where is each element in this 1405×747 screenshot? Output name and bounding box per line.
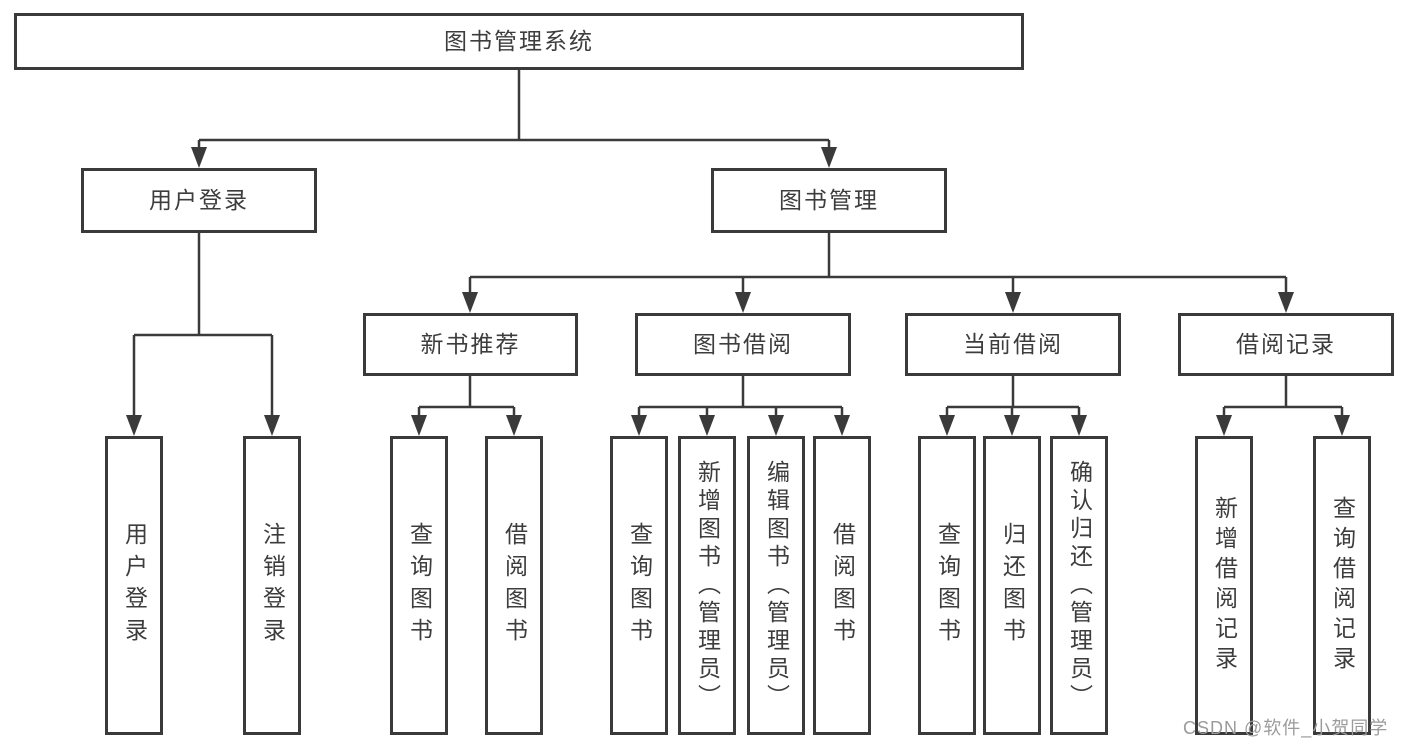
leaf-query-books-recommend-label: 查询图书 <box>406 521 433 650</box>
leaf-borrow-books-label: 借阅图书 <box>829 521 856 650</box>
leaf-return-books: 归还图书 <box>983 436 1041 735</box>
arrowhead-down-icon <box>1071 415 1087 436</box>
leaf-borrow-books-recommend: 借阅图书 <box>485 436 543 735</box>
arrowhead-down-icon <box>1334 415 1350 436</box>
leaf-confirm-return-admin-label: 确认归还（管理员） <box>1066 459 1093 712</box>
node-library-system: 图书管理系统 <box>14 13 1024 70</box>
arrowhead-down-icon <box>735 292 751 313</box>
node-borrowing-records: 借阅记录 <box>1178 313 1394 376</box>
arrowhead-down-icon <box>699 415 715 436</box>
node-borrowing-records-label: 借阅记录 <box>1236 331 1336 357</box>
node-book-borrowing-label: 图书借阅 <box>693 331 793 357</box>
leaf-add-borrow-record-label: 新增借阅记录 <box>1211 495 1238 676</box>
leaf-add-books-admin-label: 新增图书（管理员） <box>694 459 721 712</box>
arrowhead-down-icon <box>264 415 280 436</box>
leaf-add-borrow-record: 新增借阅记录 <box>1195 436 1253 735</box>
leaf-query-books-recommend: 查询图书 <box>390 436 448 735</box>
leaf-query-borrow-record-label: 查询借阅记录 <box>1329 495 1356 676</box>
node-book-borrowing: 图书借阅 <box>635 313 851 376</box>
node-book-management-label: 图书管理 <box>779 187 879 213</box>
leaf-return-books-label: 归还图书 <box>999 521 1026 650</box>
arrowhead-down-icon <box>1005 292 1021 313</box>
node-current-borrowing: 当前借阅 <box>905 313 1121 376</box>
arrowhead-down-icon <box>191 147 207 168</box>
arrowhead-down-icon <box>768 415 784 436</box>
node-current-borrowing-label: 当前借阅 <box>963 331 1063 357</box>
node-user-login-label: 用户登录 <box>149 187 249 213</box>
leaf-query-books-borrowing-label: 查询图书 <box>626 521 653 650</box>
arrowhead-down-icon <box>834 415 850 436</box>
arrowhead-down-icon <box>631 415 647 436</box>
leaf-user-login: 用户登录 <box>105 436 163 735</box>
leaf-query-borrow-record: 查询借阅记录 <box>1313 436 1371 735</box>
arrowhead-down-icon <box>1004 415 1020 436</box>
node-new-book-recommend: 新书推荐 <box>363 313 578 376</box>
leaf-add-books-admin: 新增图书（管理员） <box>678 436 736 735</box>
leaf-borrow-books: 借阅图书 <box>813 436 871 735</box>
node-library-system-label: 图书管理系统 <box>444 28 594 54</box>
arrowhead-down-icon <box>411 415 427 436</box>
arrowhead-down-icon <box>1278 292 1294 313</box>
node-new-book-recommend-label: 新书推荐 <box>420 331 521 357</box>
watermark: CSDN @软件_小贺同学 <box>1183 718 1389 738</box>
arrowhead-down-icon <box>506 415 522 436</box>
leaf-query-books-borrowing: 查询图书 <box>610 436 668 735</box>
arrowhead-down-icon <box>821 147 837 168</box>
arrowhead-down-icon <box>939 415 955 436</box>
leaf-logout: 注销登录 <box>243 436 301 735</box>
leaf-edit-books-admin-label: 编辑图书（管理员） <box>763 459 790 712</box>
leaf-confirm-return-admin: 确认归还（管理员） <box>1050 436 1108 735</box>
node-book-management: 图书管理 <box>711 168 947 233</box>
leaf-borrow-books-recommend-label: 借阅图书 <box>501 521 528 650</box>
arrowhead-down-icon <box>126 415 142 436</box>
arrowhead-down-icon <box>462 292 478 313</box>
leaf-query-books-current: 查询图书 <box>918 436 976 735</box>
leaf-user-login-label: 用户登录 <box>121 521 148 650</box>
arrowhead-down-icon <box>1216 415 1232 436</box>
node-user-login: 用户登录 <box>81 168 317 233</box>
leaf-edit-books-admin: 编辑图书（管理员） <box>747 436 805 735</box>
leaf-query-books-current-label: 查询图书 <box>934 521 961 650</box>
leaf-logout-label: 注销登录 <box>259 521 286 650</box>
